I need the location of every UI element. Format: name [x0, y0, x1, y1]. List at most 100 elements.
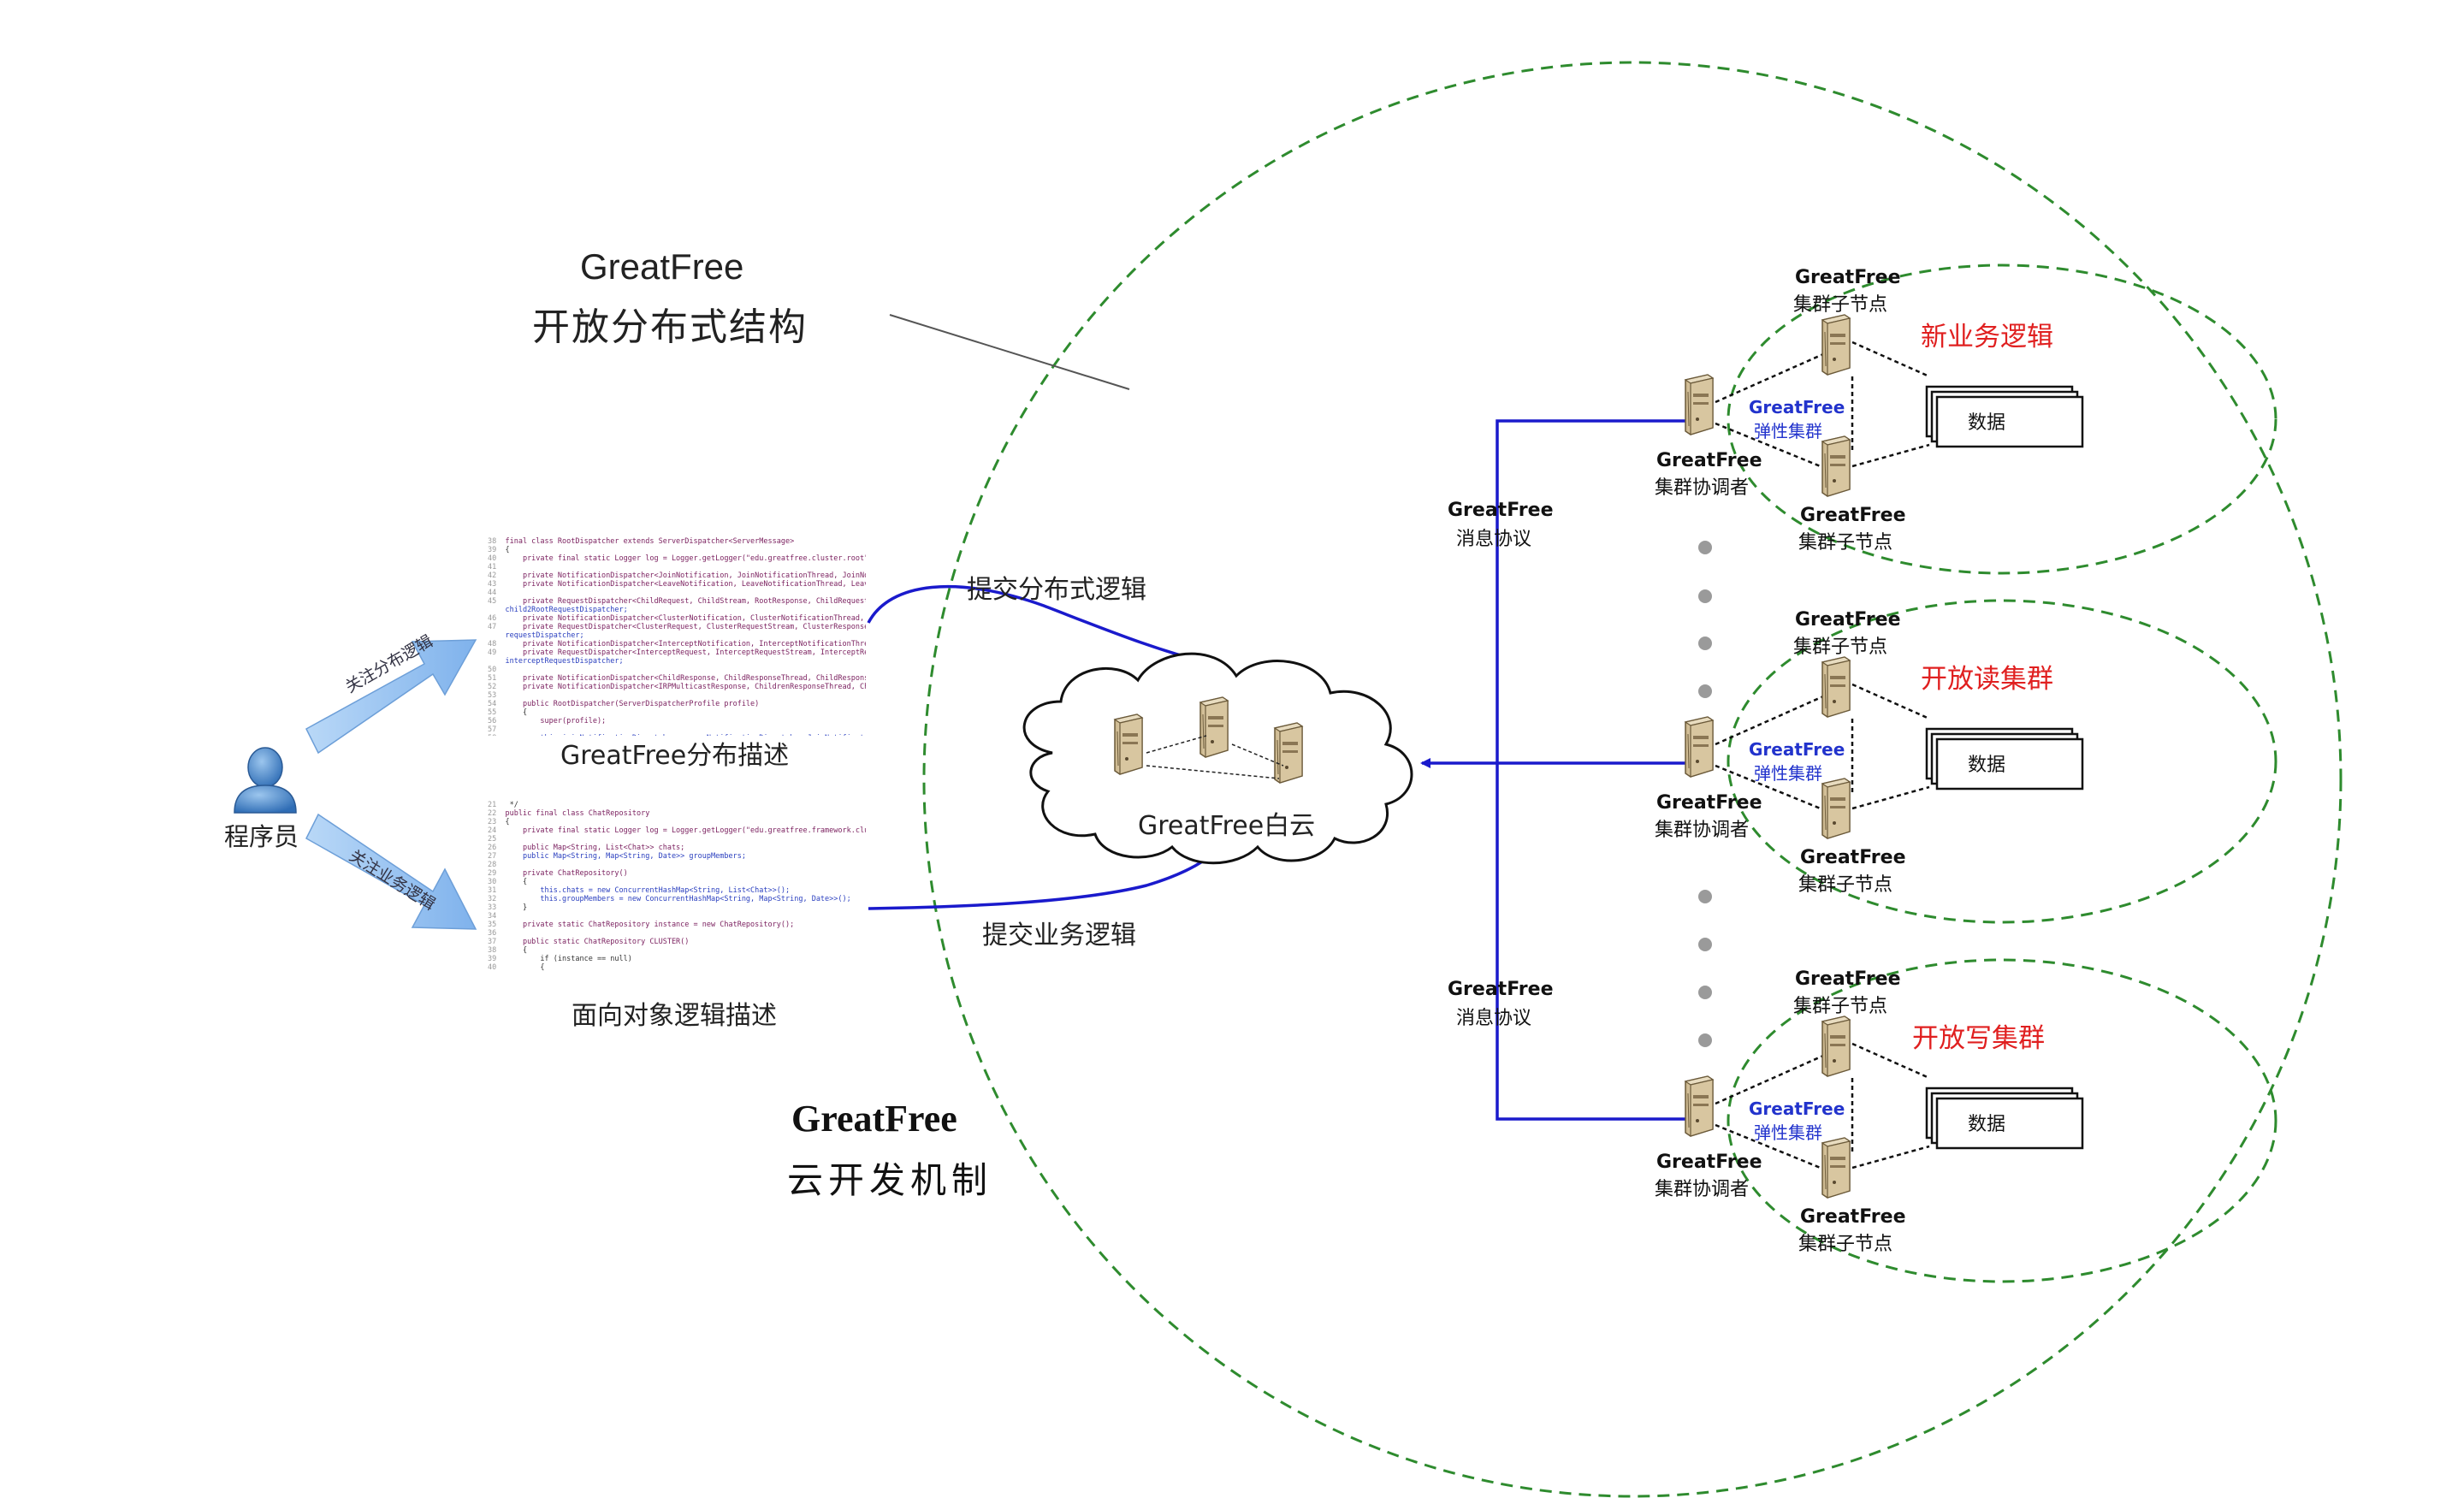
code-text: private NotificationDispatcher<Intercept…	[522, 640, 866, 648]
code-line: 30 {	[488, 878, 866, 886]
line-number	[488, 657, 500, 666]
code-text: */	[500, 801, 518, 809]
line-number: 55	[488, 708, 501, 717]
mechanism-line2: 云开发机制	[787, 1159, 993, 1201]
elastic-line1: GreatFree	[1749, 1098, 1845, 1119]
line-number: 54	[488, 700, 501, 708]
line-number: 38	[488, 537, 501, 546]
line-number: 42	[488, 571, 501, 580]
code-line: 42 private NotificationDispatcher<JoinNo…	[488, 571, 866, 580]
code-text	[500, 666, 505, 674]
line-number: 27	[488, 852, 501, 861]
coordinator-server-icon	[1685, 716, 1714, 778]
code-text: this.chats = new ConcurrentHashMap<Strin…	[500, 886, 791, 895]
code-text	[500, 725, 505, 734]
cluster-name: 开放写集群	[1912, 1023, 2045, 1054]
code-text: public static ChatRepository CLUSTER()	[500, 938, 690, 946]
code-text: this.groupMembers = new ConcurrentHashMa…	[500, 895, 851, 903]
line-number: 36	[488, 929, 501, 938]
protocol-label-bottom-line2: 消息协议	[1456, 1008, 1532, 1029]
continuation-dots	[1698, 541, 1712, 1047]
child-server-icon	[1821, 1015, 1851, 1077]
title-pointer-line	[889, 314, 1130, 390]
line-number: 33	[488, 903, 501, 912]
line-number: 40	[488, 963, 501, 972]
code-line: 57	[488, 725, 866, 734]
submit-business-label: 提交业务逻辑	[982, 921, 1136, 950]
code-line: requestDispatcher;	[488, 631, 866, 640]
code-text: private NotificationDispatcher<IRPMultic…	[522, 683, 866, 691]
cluster-link	[1851, 1042, 1930, 1080]
line-number: 32	[488, 895, 501, 903]
line-number: 41	[488, 563, 501, 571]
distributed-code-snippet: 38 final class RootDispatcher extends Se…	[488, 537, 866, 736]
programmer-label: 程序员	[224, 822, 299, 851]
child-top-line2: 集群子节点	[1793, 996, 1888, 1017]
child-server-icon	[1821, 656, 1851, 718]
line-number: 38	[488, 946, 501, 955]
code-text: requestDispatcher;	[500, 631, 584, 640]
code-text: private RequestDispatcher<ChildRequest, …	[522, 597, 866, 606]
cluster-boundary-3	[1727, 958, 2277, 1283]
code-line: 48 private NotificationDispatcher<Interc…	[488, 640, 866, 648]
code-line: 44	[488, 589, 866, 597]
code-line: 54 public RootDispatcher(ServerDispatche…	[488, 700, 866, 708]
coordinator-line2: 集群协调者	[1655, 477, 1750, 499]
line-number: 40	[488, 554, 501, 563]
code-line: 51 private NotificationDispatcher<ChildR…	[488, 674, 866, 683]
cluster-boundary-1	[1727, 263, 2277, 575]
line-number: 31	[488, 886, 501, 895]
coordinator-line2: 集群协调者	[1655, 1179, 1750, 1200]
line-number: 24	[488, 826, 501, 835]
line-number: 50	[488, 666, 501, 674]
code-text: private NotificationDispatcher<JoinNotif…	[522, 571, 866, 580]
code-text: {	[500, 963, 545, 972]
child-server-icon	[1821, 435, 1851, 497]
child-bottom-line1: GreatFree	[1800, 505, 1906, 526]
line-number: 25	[488, 835, 501, 844]
line-number: 39	[488, 955, 501, 963]
line-number: 26	[488, 844, 501, 852]
line-number: 29	[488, 869, 501, 878]
cluster-1	[1685, 314, 2084, 497]
code-line: 40 private final static Logger log = Log…	[488, 554, 866, 563]
child-bottom-line1: GreatFree	[1800, 847, 1906, 868]
protocol-label-bottom-line1: GreatFree	[1448, 979, 1554, 1000]
child-top-line2: 集群子节点	[1793, 294, 1888, 316]
code-line: 43 private NotificationDispatcher<LeaveN…	[488, 580, 866, 589]
code-line: 34	[488, 912, 866, 921]
title-line2: 开放分布式结构	[532, 305, 808, 349]
focus-distributed-arrow	[305, 639, 477, 755]
line-number: 28	[488, 861, 501, 869]
line-number: 37	[488, 938, 501, 946]
cluster-link	[1715, 422, 1832, 472]
cluster-3	[1685, 1015, 2084, 1199]
coordinator-server-icon	[1685, 1075, 1714, 1137]
data-label: 数据	[1968, 1114, 2006, 1135]
child-server-icon	[1821, 778, 1851, 839]
code-line: 55 {	[488, 708, 866, 717]
line-number: 57	[488, 725, 501, 734]
line-number: 44	[488, 589, 501, 597]
code-line: 35 private static ChatRepository instanc…	[488, 921, 866, 929]
code-line: 56 super(profile);	[488, 717, 866, 725]
code-line: 39 if (instance == null)	[488, 955, 866, 963]
line-number: 21	[488, 801, 501, 809]
cluster-boundary-2	[1727, 599, 2277, 924]
line-number: 22	[488, 809, 501, 818]
submit-distributed-arrow	[867, 584, 1220, 669]
code-text: super(profile);	[500, 717, 607, 725]
line-number: 30	[488, 878, 501, 886]
code-text	[500, 929, 505, 938]
code-text: public Map<String, List<Chat>> chats;	[500, 844, 685, 852]
code-line: 27 public Map<String, Map<String, Date>>…	[488, 852, 866, 861]
line-number: 49	[488, 648, 501, 657]
code-text: final class RootDispatcher extends Serve…	[500, 537, 795, 546]
code-text: private final static Logger log = Logger…	[500, 554, 866, 563]
coordinator-line1: GreatFree	[1656, 792, 1762, 814]
code-line: 46 private NotificationDispatcher<Cluste…	[488, 614, 866, 623]
code-text: {	[500, 818, 510, 826]
code-line: 38 {	[488, 946, 866, 955]
coordinator-line2: 集群协调者	[1655, 820, 1750, 841]
cluster-link	[1851, 683, 1930, 720]
